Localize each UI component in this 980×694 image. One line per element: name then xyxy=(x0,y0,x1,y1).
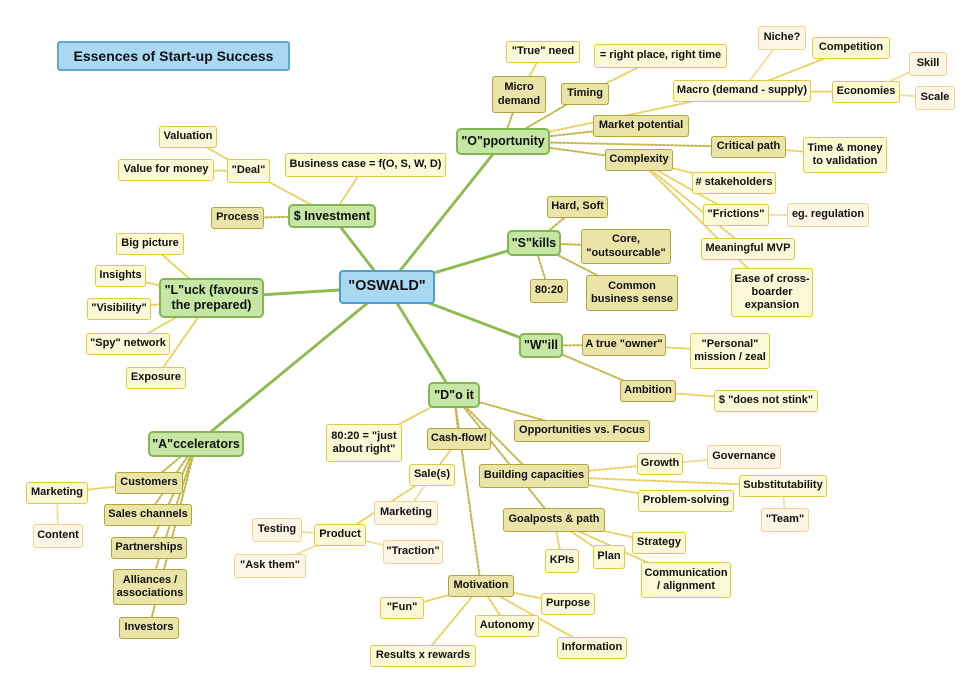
right-place-right-time[interactable]: = right place, right time xyxy=(594,44,727,68)
exposure[interactable]: Exposure xyxy=(126,367,186,389)
meaningful-mvp[interactable]: Meaningful MVP xyxy=(701,238,795,260)
market-potential[interactable]: Market potential xyxy=(593,115,689,137)
link-root-node-oswald-to-branch-opportunity xyxy=(385,140,505,289)
branch-do-it[interactable]: "D"o it xyxy=(428,382,480,408)
valuation[interactable]: Valuation xyxy=(159,126,217,148)
link-root-node-oswald-to-branch-accelerators xyxy=(194,285,389,446)
link-branch-do-it-to-building-capacities xyxy=(453,394,535,477)
core-outsourcable[interactable]: Core, "outsourcable" xyxy=(581,229,671,264)
big-picture[interactable]: Big picture xyxy=(116,233,184,255)
governance[interactable]: Governance xyxy=(707,445,781,469)
link-root-node-oswald-to-branch-do-it xyxy=(385,285,456,397)
macro-demand-supply[interactable]: Macro (demand - supply) xyxy=(673,80,811,102)
plan[interactable]: Plan xyxy=(593,545,625,569)
cash-flow[interactable]: Cash-flow! xyxy=(427,428,491,450)
number-of-stakeholders[interactable]: # stakeholders xyxy=(692,172,776,194)
branch-luck[interactable]: "L"uck (favours the prepared) xyxy=(159,278,264,318)
autonomy[interactable]: Autonomy xyxy=(475,615,539,637)
partnerships[interactable]: Partnerships xyxy=(111,537,187,559)
branch-accelerators[interactable]: "A"ccelerators xyxy=(148,431,244,457)
kpis[interactable]: KPIs xyxy=(545,549,579,573)
content[interactable]: Content xyxy=(33,524,83,548)
motivation[interactable]: Motivation xyxy=(448,575,514,597)
insights[interactable]: Insights xyxy=(95,265,146,287)
eighty-twenty-skills[interactable]: 80:20 xyxy=(530,279,568,303)
niche[interactable]: Niche? xyxy=(758,26,806,50)
spy-network[interactable]: "Spy" network xyxy=(86,333,170,355)
opportunities-vs-focus[interactable]: Opportunities vs. Focus xyxy=(514,420,650,442)
building-capacities[interactable]: Building capacities xyxy=(479,464,589,488)
ambition[interactable]: Ambition xyxy=(620,380,676,402)
customers[interactable]: Customers xyxy=(115,472,183,494)
deal[interactable]: "Deal" xyxy=(227,159,270,183)
link-motivation-to-results-x-rewards xyxy=(422,585,482,657)
testing[interactable]: Testing xyxy=(252,518,302,542)
personal-mission-zeal[interactable]: "Personal" mission / zeal xyxy=(690,333,770,369)
process[interactable]: Process xyxy=(211,207,264,229)
problem-solving[interactable]: Problem-solving xyxy=(638,490,734,512)
skill[interactable]: Skill xyxy=(909,52,947,76)
competition[interactable]: Competition xyxy=(812,37,890,59)
branch-will[interactable]: "W"ill xyxy=(519,333,563,358)
ease-of-cross-border-expansion[interactable]: Ease of cross-boarder expansion xyxy=(731,268,813,317)
eighty-twenty-just-about-right[interactable]: 80:20 = "just about right" xyxy=(326,424,402,462)
link-branch-do-it-to-goalposts-and-path xyxy=(453,394,555,521)
ask-them[interactable]: "Ask them" xyxy=(234,554,306,578)
map-title: Essences of Start-up Success xyxy=(57,41,290,71)
investors[interactable]: Investors xyxy=(119,617,179,639)
economies[interactable]: Economies xyxy=(832,81,900,103)
visibility[interactable]: "Visibility" xyxy=(87,298,151,320)
team[interactable]: "Team" xyxy=(761,508,809,532)
traction[interactable]: "Traction" xyxy=(383,540,443,564)
substitutability[interactable]: Substitutability xyxy=(739,475,827,497)
purpose[interactable]: Purpose xyxy=(541,593,595,615)
root-node-oswald[interactable]: "OSWALD" xyxy=(339,270,435,304)
growth[interactable]: Growth xyxy=(637,453,683,475)
business-case-formula[interactable]: Business case = f(O, S, W, D) xyxy=(285,153,446,177)
sales-channels[interactable]: Sales channels xyxy=(104,504,192,526)
alliances-associations[interactable]: Alliances / associations xyxy=(113,569,187,605)
a-true-owner[interactable]: A true "owner" xyxy=(582,334,666,356)
value-for-money[interactable]: Value for money xyxy=(118,159,214,181)
marketing-accelerators[interactable]: Marketing xyxy=(26,482,88,504)
true-need[interactable]: "True" need xyxy=(506,41,580,63)
scale[interactable]: Scale xyxy=(915,86,955,110)
micro-demand[interactable]: Micro demand xyxy=(492,76,546,113)
hard-soft[interactable]: Hard, Soft xyxy=(547,196,608,218)
fun[interactable]: "Fun" xyxy=(380,597,424,619)
does-not-stink[interactable]: $ "does not stink" xyxy=(714,390,818,412)
critical-path[interactable]: Critical path xyxy=(711,136,786,158)
branch-investment[interactable]: $ Investment xyxy=(288,204,376,228)
strategy[interactable]: Strategy xyxy=(632,532,686,554)
marketing-do-it[interactable]: Marketing xyxy=(374,501,438,525)
communication-alignment[interactable]: Communication / alignment xyxy=(641,562,731,598)
sales[interactable]: Sale(s) xyxy=(409,464,455,486)
results-x-rewards[interactable]: Results x rewards xyxy=(370,645,476,667)
timing[interactable]: Timing xyxy=(561,83,609,105)
branch-opportunity[interactable]: "O"pportunity xyxy=(456,128,550,155)
frictions[interactable]: "Frictions" xyxy=(703,204,769,226)
information[interactable]: Information xyxy=(557,637,627,659)
eg-regulation[interactable]: eg. regulation xyxy=(787,203,869,227)
goalposts-and-path[interactable]: Goalposts & path xyxy=(503,508,605,532)
link-branch-accelerators-to-partnerships xyxy=(148,443,197,549)
common-business-sense[interactable]: Common business sense xyxy=(586,275,678,311)
complexity[interactable]: Complexity xyxy=(605,149,673,171)
product[interactable]: Product xyxy=(314,524,366,546)
branch-skills[interactable]: "S"kills xyxy=(507,230,561,256)
link-branch-do-it-to-motivation xyxy=(453,394,482,587)
link-complexity-to-meaningful-mvp xyxy=(638,159,749,250)
time-money-to-validation[interactable]: Time & money to validation xyxy=(803,137,887,173)
